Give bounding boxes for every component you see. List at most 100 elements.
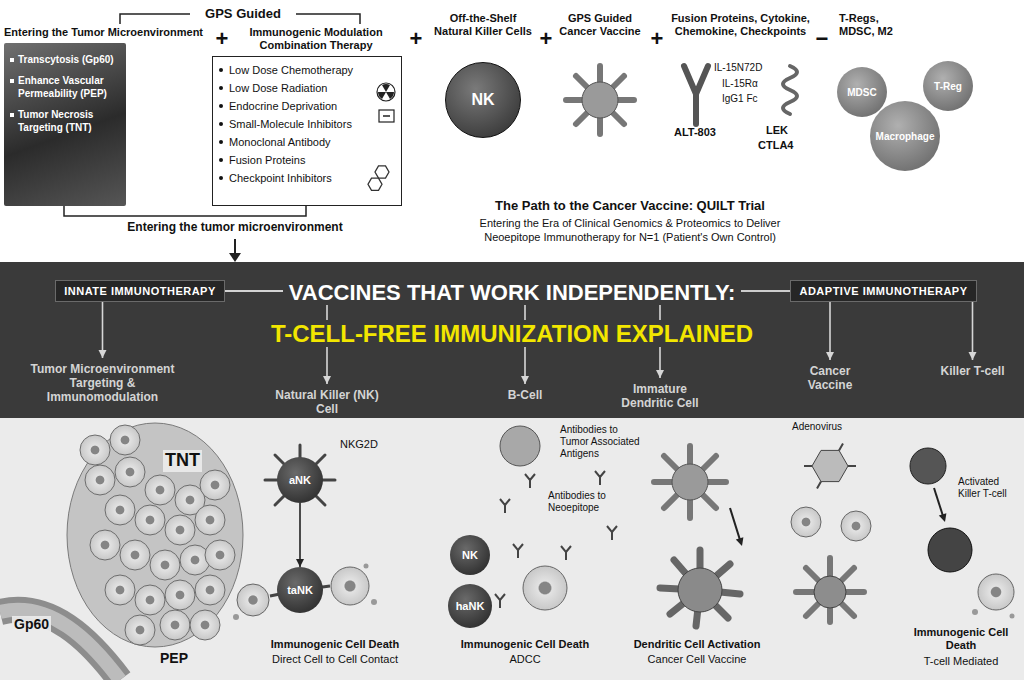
title-line: VACCINES THAT WORK INDEPENDENTLY:	[0, 279, 1024, 307]
bullet-row: Low Dose Radiation	[219, 79, 395, 97]
molecule-icon	[368, 166, 389, 190]
bullet	[10, 58, 14, 62]
bracket	[234, 239, 236, 255]
category-text: ADAPTIVE IMMUNOTHERAPY	[799, 285, 967, 297]
cell-label: NK	[462, 549, 478, 561]
cell-label: taNK	[287, 584, 313, 596]
nk-cell-picture	[371, 599, 377, 605]
column-heading: Killer T-cell	[935, 360, 1010, 380]
bullet-row: Monoclonal Antibody	[219, 133, 395, 151]
vaccine-picture	[814, 576, 846, 608]
radiation-icon	[386, 92, 394, 99]
radiation-icon	[382, 84, 390, 92]
dendritic-cell-picture	[678, 568, 722, 612]
fusion-panel: Fusion Proteins, Cytokine, Chemokine, Ch…	[668, 8, 813, 60]
minus-sign: −	[811, 26, 833, 52]
protein-label: IL-15N72D	[714, 62, 762, 74]
tumor-picture	[145, 475, 175, 505]
cell-circle: MDSC	[837, 67, 887, 117]
radiation-icon	[378, 92, 386, 99]
fusion-protein-picture	[684, 66, 797, 124]
heading-text: Killer T-cell	[935, 360, 1010, 380]
arrow-head	[656, 370, 664, 378]
tumor-picture	[135, 585, 165, 615]
cell-label: haNK	[456, 600, 485, 612]
connector-line	[102, 302, 104, 358]
t-cell-picture	[939, 513, 947, 522]
arrow-head	[826, 352, 834, 360]
bullet-text: Transcytosis (Gp60)	[18, 53, 114, 66]
tumor-picture	[195, 505, 225, 535]
heading-text: Tumor Microenvironment Targeting & Immun…	[15, 358, 190, 406]
tumor-picture	[0, 423, 243, 680]
cell-circle: taNK	[277, 567, 323, 613]
bullet-row: Transcytosis (Gp60)	[10, 53, 120, 66]
t-cell-picture	[928, 528, 972, 572]
hormone-icon	[379, 110, 394, 122]
tumor-picture	[80, 435, 110, 465]
t-cell-picture	[972, 609, 978, 615]
tumor-picture	[0, 610, 120, 680]
tumor-picture	[200, 470, 230, 500]
t-cell-picture	[978, 574, 1014, 610]
bullet-row: Checkpoint Inhibitors	[219, 169, 395, 187]
arrow-head	[521, 376, 529, 384]
hormone-icon	[379, 110, 394, 122]
subtitle-text: T-CELL-FREE IMMUNIZATION EXPLAINED	[265, 320, 759, 347]
annotation: Activated Killer T-cell	[958, 476, 1020, 500]
title-banner	[0, 262, 1024, 418]
bullet-text: Enhance Vascular Permeability (PEP)	[18, 74, 120, 100]
bracket	[64, 206, 306, 216]
bullet-text: Low Dose Chemotherapy	[229, 64, 353, 76]
nk-panel: Off-the-Shelf Natural Killer CellsNK	[430, 8, 536, 150]
vaccine-picture	[804, 443, 856, 488]
plus-sign: +	[537, 26, 555, 52]
column-heading: B-Cell	[490, 384, 560, 404]
tumor-picture	[85, 465, 115, 495]
protein-label: ALT-803	[674, 126, 716, 139]
tumor-picture	[105, 575, 135, 605]
tumor-picture	[120, 540, 150, 570]
bullet-row: Low Dose Chemotherapy	[219, 61, 395, 79]
fusion-protein-picture	[783, 66, 797, 114]
panel-heading: T-Regs, MDSC, M2	[839, 8, 911, 38]
bullet-row: Tumor Necrosis Targeting (TNT)	[10, 108, 120, 134]
t-cell-picture	[910, 448, 946, 484]
tumor-picture	[0, 610, 120, 680]
arrow-head	[323, 376, 331, 384]
annotation: Adenovirus	[792, 421, 842, 433]
tumor-picture	[165, 580, 195, 610]
cell-circle: Macrophage	[870, 101, 940, 171]
fusion-protein-picture	[684, 66, 708, 124]
tumor-picture	[105, 495, 135, 525]
nk-cell-picture	[364, 564, 369, 569]
trial-title: The Path to the Cancer Vaccine: QUILT Tr…	[420, 198, 840, 214]
plus-sign: +	[405, 26, 427, 52]
bullet-text: Tumor Necrosis Targeting (TNT)	[18, 108, 120, 134]
bullet	[219, 104, 223, 108]
molecule-icon	[368, 178, 382, 190]
annotation: Antibodies to Neoepitope	[548, 490, 628, 514]
vaccine-picture	[812, 450, 848, 481]
cell-circle: NK	[450, 535, 490, 575]
nk-cell-picture	[265, 445, 335, 505]
connector	[296, 503, 304, 567]
arrow-head	[969, 352, 977, 360]
bracket-label: Entering the tumor microenvironment	[80, 220, 390, 234]
category-box: INNATE IMMUNOTHERAPY	[55, 280, 225, 302]
tumor-picture	[135, 505, 165, 535]
lower-ground	[0, 418, 1024, 680]
subtitle: Neoepitope Immunotherapy for N=1 (Patien…	[420, 231, 840, 244]
bullet-text: Fusion Proteins	[229, 154, 305, 166]
bullet-text: Monoclonal Antibody	[229, 136, 331, 148]
bullet-text: Checkpoint Inhibitors	[229, 172, 332, 184]
bullet-text: Low Dose Radiation	[229, 82, 327, 94]
dendritic-cell-picture	[654, 446, 726, 518]
bullet-row: Enhance Vascular Permeability (PEP)	[10, 74, 120, 100]
cell-label: T-Reg	[934, 81, 962, 92]
nk-cell-circle: NK	[445, 62, 521, 138]
bullet	[10, 113, 14, 117]
tumor-picture	[125, 615, 155, 645]
category-box: ADAPTIVE IMMUNOTHERAPY	[790, 280, 977, 302]
tumor-picture	[115, 457, 145, 487]
